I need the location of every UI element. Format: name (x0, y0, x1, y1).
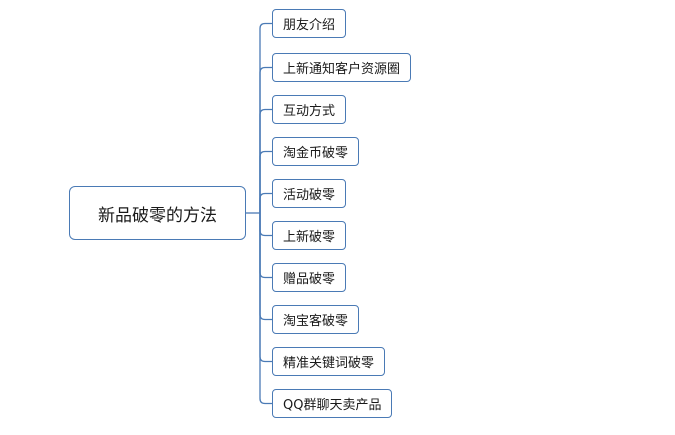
child-node-8[interactable]: 淘宝客破零 (272, 305, 360, 334)
child-node-3[interactable]: 互动方式 (272, 95, 347, 124)
child-node-5[interactable]: 活动破零 (272, 179, 347, 208)
branch-connector-10 (259, 213, 272, 405)
child-node-2[interactable]: 上新通知客户资源圈 (272, 53, 412, 82)
branch-connector-2 (259, 66, 272, 213)
child-node-4[interactable]: 淘金币破零 (272, 137, 360, 166)
branch-connector-5 (259, 192, 272, 213)
child-node-1[interactable]: 朋友介绍 (272, 9, 347, 38)
branch-connector-7 (259, 213, 272, 279)
branch-connector-6 (259, 213, 272, 237)
branch-connector-4 (259, 150, 272, 213)
root-node[interactable]: 新品破零的方法 (69, 186, 246, 240)
branch-connector-8 (259, 213, 272, 321)
child-node-7[interactable]: 赠品破零 (272, 263, 347, 292)
child-node-6[interactable]: 上新破零 (272, 221, 347, 250)
branch-connector-3 (259, 108, 272, 213)
child-node-10[interactable]: QQ群聊天卖产品 (272, 389, 393, 418)
child-node-9[interactable]: 精准关键词破零 (272, 347, 386, 376)
branch-connector-1 (259, 22, 272, 213)
